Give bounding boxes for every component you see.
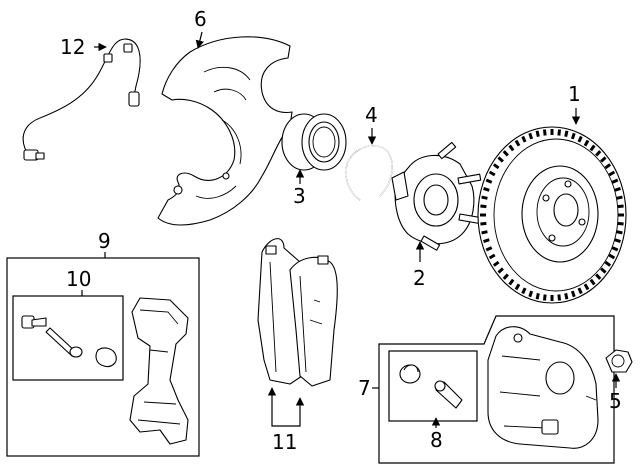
rotor-tooth bbox=[521, 287, 527, 295]
rotor-tooth bbox=[570, 132, 576, 140]
rotor-tooth bbox=[535, 130, 540, 138]
rotor-tooth bbox=[617, 204, 624, 209]
callout-11[interactable]: 11 bbox=[272, 430, 298, 454]
guide-pin-kit-part-10[interactable] bbox=[21, 315, 117, 368]
callout-1[interactable]: 1 bbox=[568, 82, 581, 106]
rotor-tooth bbox=[508, 144, 515, 152]
rotor-tooth bbox=[616, 195, 623, 200]
rotor-tooth bbox=[528, 132, 534, 140]
rotor-tooth bbox=[614, 187, 621, 192]
rotor-tooth bbox=[480, 221, 487, 226]
caliper-bracket-kit-box-9 bbox=[6, 257, 200, 457]
rotor-tooth bbox=[480, 204, 487, 209]
splash-shield-part-6[interactable] bbox=[157, 36, 293, 226]
wheel-bearing-part-3[interactable] bbox=[281, 113, 347, 171]
rotor-tooth bbox=[570, 290, 576, 298]
caliper-bracket-part-9[interactable] bbox=[129, 297, 189, 445]
rotor-tooth bbox=[502, 150, 509, 157]
rotor-tooth bbox=[521, 135, 527, 143]
rotor-tooth bbox=[497, 267, 504, 274]
lug-nut-part-5[interactable] bbox=[605, 349, 633, 373]
snap-ring-part-4[interactable] bbox=[345, 145, 393, 201]
guide-pin-kit-box-10 bbox=[12, 295, 124, 381]
rotor-tooth bbox=[616, 230, 623, 235]
rotor-tooth bbox=[557, 129, 562, 136]
callout-6[interactable]: 6 bbox=[194, 7, 207, 31]
callout-3[interactable]: 3 bbox=[293, 184, 306, 208]
rotor-tooth bbox=[550, 129, 554, 135]
rotor-tooth bbox=[488, 170, 496, 177]
brake-caliper-part-7[interactable] bbox=[487, 326, 599, 449]
rotor-tooth bbox=[604, 260, 612, 267]
caliper-hardware-part-8[interactable] bbox=[399, 364, 463, 409]
rotor-tooth bbox=[492, 260, 500, 267]
rotor-tooth bbox=[608, 170, 616, 177]
rotor-tooth bbox=[564, 292, 569, 300]
rotor-tooth bbox=[564, 130, 569, 138]
callout-8[interactable]: 8 bbox=[430, 428, 443, 452]
rotor-tooth bbox=[542, 129, 547, 136]
callout-2[interactable]: 2 bbox=[413, 266, 426, 290]
leader-arrows bbox=[94, 31, 621, 428]
rotor-tooth bbox=[502, 273, 509, 280]
callout-10[interactable]: 10 bbox=[66, 267, 92, 291]
rotor-tooth bbox=[595, 150, 602, 157]
rotor-tooth bbox=[514, 139, 521, 147]
rotor-tooth bbox=[608, 253, 616, 260]
rotor-tooth bbox=[542, 294, 547, 301]
wheel-hub-part-2[interactable] bbox=[391, 141, 482, 251]
rotor-tooth bbox=[497, 156, 504, 163]
brake-pads-part-11[interactable] bbox=[257, 238, 338, 387]
callout-9[interactable]: 9 bbox=[98, 229, 111, 253]
rotor-tooth bbox=[583, 139, 590, 147]
rotor-tooth bbox=[611, 178, 619, 184]
abs-sensor-wire-part-12[interactable] bbox=[22, 38, 141, 161]
rotor-tooth bbox=[618, 213, 624, 217]
rotor-tooth bbox=[508, 278, 515, 286]
callout-7[interactable]: 7 bbox=[358, 376, 371, 400]
rotor-tooth bbox=[485, 246, 493, 252]
rotor-tooth bbox=[528, 290, 534, 298]
caliper-hardware-box-8 bbox=[388, 350, 478, 422]
rotor-tooth bbox=[577, 135, 583, 143]
rotor-tooth bbox=[514, 283, 521, 291]
rotor-tooth bbox=[481, 195, 488, 200]
rotor-tooth bbox=[483, 238, 490, 243]
rotor-tooth bbox=[589, 144, 596, 152]
brake-rotor-part-1[interactable] bbox=[477, 126, 627, 304]
rotor-tooth bbox=[600, 156, 607, 163]
rotor-tooth bbox=[483, 187, 490, 192]
rotor-tooth bbox=[485, 178, 493, 184]
rotor-tooth bbox=[488, 253, 496, 260]
callout-5[interactable]: 5 bbox=[609, 389, 622, 413]
rotor-tooth bbox=[595, 273, 602, 280]
rotor-tooth bbox=[600, 267, 607, 274]
rotor-tooth bbox=[611, 246, 619, 252]
rotor-tooth bbox=[589, 278, 596, 286]
rotor-tooth bbox=[604, 163, 612, 170]
rotor-tooth bbox=[535, 292, 540, 300]
rotor-vent-teeth bbox=[480, 129, 624, 301]
rotor-tooth bbox=[481, 230, 488, 235]
rotor-tooth bbox=[550, 295, 554, 301]
rotor-tooth bbox=[617, 221, 624, 226]
caliper-assembly-box-7 bbox=[378, 315, 615, 464]
rotor-tooth bbox=[492, 163, 500, 170]
callout-12[interactable]: 12 bbox=[60, 35, 86, 59]
rotor-tooth bbox=[583, 283, 590, 291]
rotor-tooth bbox=[577, 287, 583, 295]
rotor-tooth bbox=[614, 238, 621, 243]
callout-4[interactable]: 4 bbox=[365, 103, 378, 127]
rotor-tooth bbox=[557, 294, 562, 301]
rotor-tooth bbox=[480, 213, 486, 217]
